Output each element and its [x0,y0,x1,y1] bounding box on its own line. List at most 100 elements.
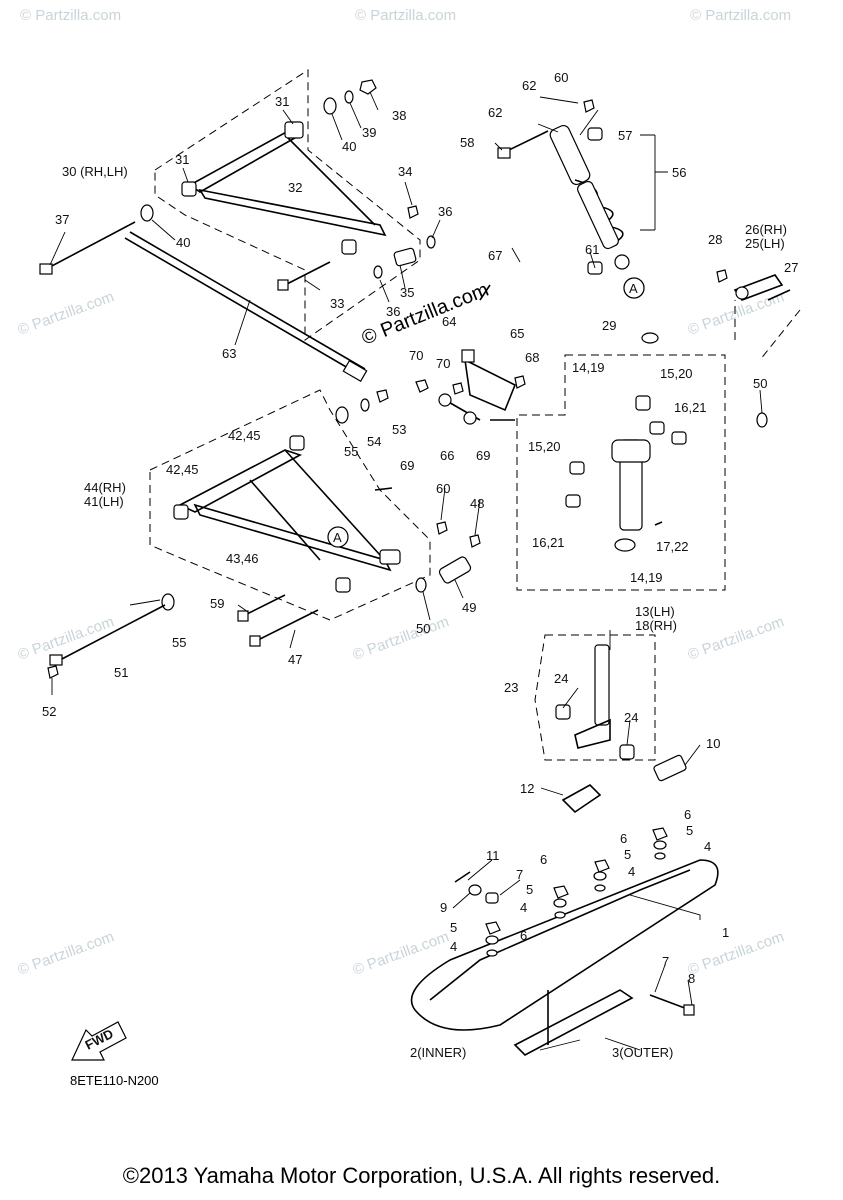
lower-a-arm [47,435,401,679]
part-label: 40 [176,235,190,250]
steering-arm [716,269,801,361]
part-label: 54 [367,434,381,449]
assembly-outlines [149,69,726,761]
part-label: 70 [436,356,450,371]
part-label: 10 [706,736,720,751]
spindle [555,332,687,814]
part-label: 55 [344,444,358,459]
part-label: 15,20 [660,366,693,381]
watermark: © Partzilla.com [351,613,452,664]
part-label: 1 [722,925,729,940]
part-label: 15,20 [528,439,561,454]
part-label: 58 [460,135,474,150]
part-label: 63 [222,346,236,361]
part-label: 5 [624,847,631,862]
copyright-notice: ©2013 Yamaha Motor Corporation, U.S.A. A… [122,1163,721,1188]
part-label: 2(INNER) [410,1045,466,1060]
part-label: 62 [488,105,502,120]
part-label: 35 [400,285,414,300]
part-label: 31 [275,94,289,109]
part-label: 5 [686,823,693,838]
part-label: 14,19 [630,570,663,585]
part-label: 26(RH) [745,222,787,237]
ref-a-circle-2 [327,526,349,548]
part-label: 42,45 [166,462,199,477]
part-label: 69 [400,458,414,473]
part-label: 13(LH) [635,604,675,619]
part-labels: 31 31 30 (RH,LH) 32 38 39 40 34 36 37 40… [42,70,798,1060]
part-label: 33 [330,296,344,311]
watermark: © Partzilla.com [351,928,452,979]
watermark: © Partzilla.com [16,288,117,339]
part-label: 36 [386,304,400,319]
part-label: 28 [708,232,722,247]
part-label: 9 [440,900,447,915]
part-label: 7 [662,954,669,969]
watermarks: © Partzilla.com © Partzilla.com © Partzi… [16,7,792,979]
ref-a-circle-1 [623,277,645,299]
part-label: 70 [409,348,423,363]
part-label: 67 [488,248,502,263]
ref-a-label-2: A [333,530,342,545]
watermark: © Partzilla.com [355,7,456,24]
part-label: 60 [554,70,568,85]
part-label: 29 [602,318,616,333]
fwd-arrow: FWD [71,1021,127,1061]
part-label: 50 [416,621,430,636]
part-label: 69 [476,448,490,463]
part-label: 40 [342,139,356,154]
part-label: 6 [540,852,547,867]
part-label: 59 [210,596,224,611]
part-label: 6 [684,807,691,822]
part-label: 48 [470,496,484,511]
part-label: 5 [526,882,533,897]
part-label: 7 [516,867,523,882]
part-label: 14,19 [572,360,605,375]
part-label: 57 [618,128,632,143]
watermark: © Partzilla.com [20,7,121,24]
upper-a-arm [181,121,417,267]
part-label: 6 [520,928,527,943]
part-label: 6 [620,831,627,846]
part-label: 42,45 [228,428,261,443]
part-label: 3(OUTER) [612,1045,673,1060]
part-label: 24 [554,671,568,686]
part-label: 62 [522,78,536,93]
part-label: 23 [504,680,518,695]
part-label: 24 [624,710,638,725]
watermark: © Partzilla.com [690,7,791,24]
part-label: 56 [672,165,686,180]
part-label: 66 [440,448,454,463]
part-label: 16,21 [674,400,707,415]
part-label: 47 [288,652,302,667]
part-label: 16,21 [532,535,565,550]
part-label: 64 [442,314,456,329]
part-label: 51 [114,665,128,680]
part-label: 61 [585,242,599,257]
part-label: 52 [42,704,56,719]
watermark: © Partzilla.com [16,928,117,979]
part-label: 55 [172,635,186,650]
part-label: 12 [520,781,534,796]
shock-absorber [497,99,668,299]
part-label: 53 [392,422,406,437]
part-label: 44(RH) [84,480,126,495]
watermark: © Partzilla.com [686,928,787,979]
washers [140,79,768,611]
bolts-upper [39,221,368,383]
leader-lines [49,91,763,1051]
part-label: 30 (RH,LH) [62,164,128,179]
part-label: 25(LH) [745,236,785,251]
part-label: 43,46 [226,551,259,566]
part-label: 37 [55,212,69,227]
part-label: 4 [520,900,527,915]
watermark-center: © Partzilla.com [359,279,492,350]
part-label: 38 [392,108,406,123]
part-label: 4 [704,839,711,854]
watermark: © Partzilla.com [686,613,787,664]
part-label: 18(RH) [635,618,677,633]
part-label: 34 [398,164,412,179]
part-label: 27 [784,260,798,275]
part-label: 11 [486,848,500,863]
